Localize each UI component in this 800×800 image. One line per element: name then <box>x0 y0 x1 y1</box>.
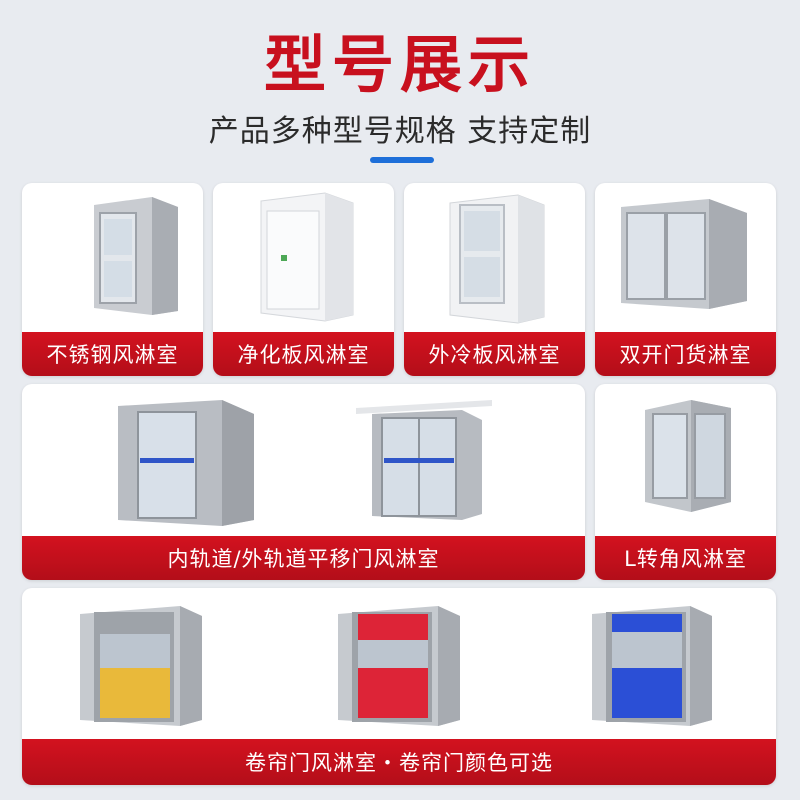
product-card-stainless[interactable]: 不锈钢风淋室 <box>22 183 203 376</box>
product-label: 卷帘门风淋室・卷帘门颜色可选 <box>22 739 776 785</box>
page-subtitle: 产品多种型号规格 支持定制 <box>208 114 592 149</box>
double-door-cargo-shower-icon <box>621 199 747 309</box>
product-card-purification-board[interactable]: 净化板风淋室 <box>213 183 394 376</box>
product-card-sliding-door[interactable]: 内轨道/外轨道平移门风淋室 <box>22 384 585 580</box>
product-label: L转角风淋室 <box>595 536 776 580</box>
purification-board-air-shower-icon <box>260 192 354 322</box>
page-title: 型号展示 <box>263 28 536 101</box>
l-corner-air-shower-icon <box>645 400 731 512</box>
sliding-door-air-shower-icon <box>118 400 492 526</box>
accent-divider <box>370 157 434 163</box>
product-label: 外冷板风淋室 <box>404 332 585 376</box>
product-card-cold-plate[interactable]: 外冷板风淋室 <box>404 183 585 376</box>
product-card-l-corner[interactable]: L转角风淋室 <box>595 384 776 580</box>
product-label: 内轨道/外轨道平移门风淋室 <box>22 536 585 580</box>
roller-shutter-air-shower-icon <box>80 606 712 726</box>
product-card-double-door[interactable]: 双开门货淋室 <box>595 183 776 376</box>
product-label: 双开门货淋室 <box>595 332 776 376</box>
product-label: 净化板风淋室 <box>213 332 394 376</box>
product-label: 不锈钢风淋室 <box>22 332 203 376</box>
cold-plate-air-shower-icon <box>449 194 545 324</box>
product-card-roller-shutter[interactable]: 卷帘门风淋室・卷帘门颜色可选 <box>22 588 776 785</box>
stainless-air-shower-icon <box>94 197 178 315</box>
